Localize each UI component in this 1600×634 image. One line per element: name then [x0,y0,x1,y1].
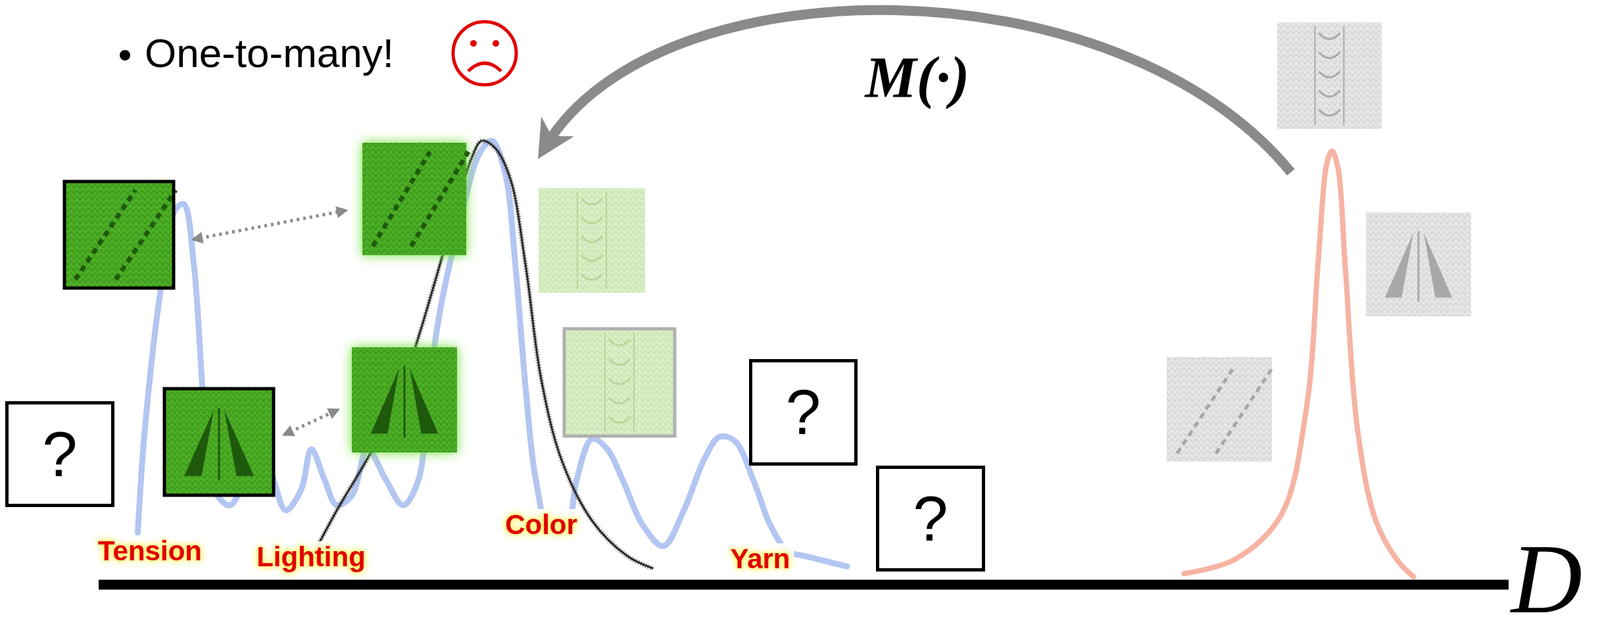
factor-label: Tension [94,535,206,567]
real-distribution-curve [138,140,848,567]
mapping-label: M(·) [865,46,970,110]
knit-patch [1365,212,1472,317]
question-mark: ? [785,380,821,444]
question-mark: ? [912,487,948,551]
correspondence-arrow [284,409,339,435]
knit-patch [164,388,274,496]
mapping-arrow [545,9,1291,173]
knit-patch [64,181,176,289]
headline-note: One-to-many! [144,30,394,76]
unknown-box: ? [5,401,115,508]
knit-patch [351,347,458,453]
knit-patch [1277,22,1382,129]
correspondence-arrow [193,210,346,240]
factor-label: Color [501,509,582,541]
unknown-box: ? [875,465,986,572]
unknown-box: ? [749,359,858,466]
axis-label: D [1511,529,1583,629]
factor-label: Lighting [252,541,370,573]
knit-patch [564,328,675,437]
factor-label: Yarn [726,543,794,575]
knit-patch [538,188,646,293]
axis-line [98,580,1509,590]
knit-patch [1166,357,1274,462]
bullet-dot [119,49,131,61]
knit-patch [362,142,469,256]
sad-face-symbol [453,21,517,85]
question-mark: ? [42,422,77,486]
